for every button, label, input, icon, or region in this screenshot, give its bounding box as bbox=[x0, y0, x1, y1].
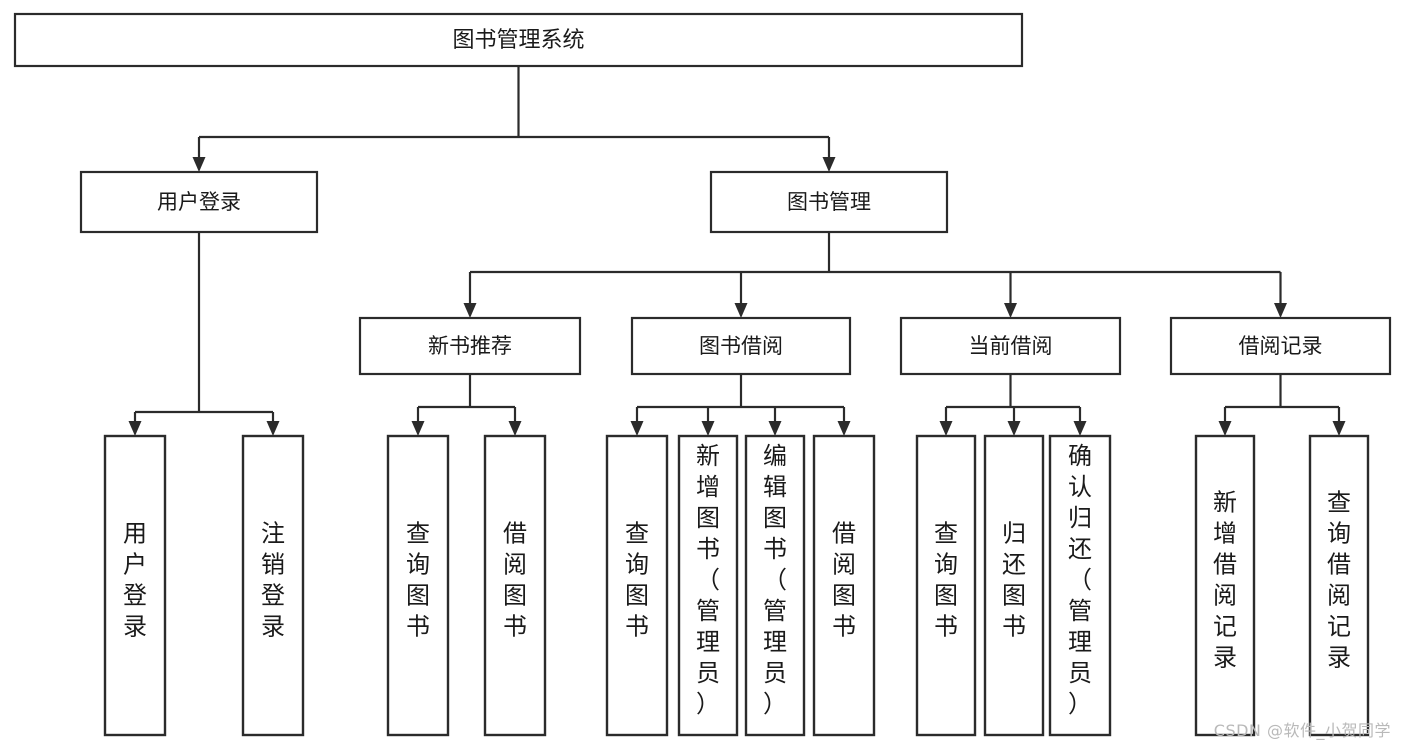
node-new-book-rec[interactable]: 新书推荐 bbox=[358, 316, 582, 376]
node-leaf-return-book-label: 归还图书 bbox=[1002, 519, 1026, 640]
node-leaf-return-book-rect[interactable] bbox=[983, 434, 1045, 737]
node-user-login[interactable]: 用户登录 bbox=[79, 170, 319, 234]
node-book-borrow[interactable]: 图书借阅 bbox=[630, 316, 852, 376]
node-leaf-edit-book[interactable]: 编辑图书（管理员） bbox=[744, 434, 806, 737]
node-leaf-query-record-label: 查询借阅记录 bbox=[1327, 488, 1351, 671]
node-leaf-user-login-rect[interactable] bbox=[103, 434, 167, 737]
node-borrow-record-label: 借阅记录 bbox=[1239, 334, 1323, 358]
node-new-book-rec-label: 新书推荐 bbox=[428, 334, 512, 358]
node-leaf-query-book-3-rect[interactable] bbox=[915, 434, 977, 737]
node-leaf-confirm-return[interactable]: 确认归还（管理员） bbox=[1048, 434, 1112, 737]
arrow-head-icon bbox=[128, 421, 142, 436]
node-boxes: 图书管理系统用户登录图书管理新书推荐图书借阅当前借阅借阅记录用户登录注销登录查询… bbox=[13, 12, 1392, 737]
node-leaf-query-book-1-label: 查询图书 bbox=[406, 519, 430, 640]
arrow-head-icon bbox=[1274, 303, 1287, 318]
arrow-head-icon bbox=[411, 421, 425, 436]
node-root-book-management-system-rect[interactable] bbox=[13, 12, 1024, 68]
arrow-head-icon bbox=[701, 421, 715, 436]
node-leaf-query-book-1-rect[interactable] bbox=[386, 434, 450, 737]
connector-links bbox=[128, 66, 1346, 436]
node-current-borrow-label: 当前借阅 bbox=[969, 334, 1053, 358]
arrow-head-icon bbox=[1073, 421, 1087, 436]
arrow-head-icon bbox=[939, 421, 953, 436]
node-leaf-add-record[interactable]: 新增借阅记录 bbox=[1194, 434, 1256, 737]
arrow-head-icon bbox=[768, 421, 782, 436]
node-leaf-query-book-3[interactable]: 查询图书 bbox=[915, 434, 977, 737]
node-user-login-label: 用户登录 bbox=[157, 190, 241, 214]
node-leaf-query-book-2-label: 查询图书 bbox=[625, 519, 649, 640]
node-leaf-user-login[interactable]: 用户登录 bbox=[103, 434, 167, 737]
node-leaf-query-book-2[interactable]: 查询图书 bbox=[605, 434, 669, 737]
arrow-head-icon bbox=[822, 157, 836, 172]
node-leaf-borrow-book-1-rect[interactable] bbox=[483, 434, 547, 737]
node-leaf-borrow-book-2[interactable]: 借阅图书 bbox=[812, 434, 876, 737]
node-leaf-confirm-return-label: 确认归还（管理员） bbox=[1068, 442, 1092, 718]
node-root-book-management-system[interactable]: 图书管理系统 bbox=[13, 12, 1024, 68]
node-leaf-user-logout-rect[interactable] bbox=[241, 434, 305, 737]
node-book-manage[interactable]: 图书管理 bbox=[709, 170, 949, 234]
arrow-head-icon bbox=[1007, 421, 1021, 436]
node-leaf-return-book[interactable]: 归还图书 bbox=[983, 434, 1045, 737]
node-leaf-add-record-rect[interactable] bbox=[1194, 434, 1256, 737]
node-current-borrow-rect[interactable] bbox=[899, 316, 1122, 376]
node-leaf-borrow-book-2-rect[interactable] bbox=[812, 434, 876, 737]
arrow-head-icon bbox=[1332, 421, 1346, 436]
node-leaf-add-book[interactable]: 新增图书（管理员） bbox=[677, 434, 739, 737]
node-user-login-rect[interactable] bbox=[79, 170, 319, 234]
arrow-head-icon bbox=[266, 421, 280, 436]
node-new-book-rec-rect[interactable] bbox=[358, 316, 582, 376]
node-leaf-add-record-label: 新增借阅记录 bbox=[1213, 488, 1237, 671]
node-leaf-edit-book-rect[interactable] bbox=[744, 434, 806, 737]
node-leaf-borrow-book-1-label: 借阅图书 bbox=[503, 519, 527, 640]
node-current-borrow[interactable]: 当前借阅 bbox=[899, 316, 1122, 376]
node-book-borrow-label: 图书借阅 bbox=[699, 334, 783, 358]
node-leaf-user-logout-label: 注销登录 bbox=[261, 519, 285, 640]
arrow-head-icon bbox=[837, 421, 851, 436]
node-book-manage-rect[interactable] bbox=[709, 170, 949, 234]
node-leaf-borrow-book-1[interactable]: 借阅图书 bbox=[483, 434, 547, 737]
node-borrow-record-rect[interactable] bbox=[1169, 316, 1392, 376]
arrow-head-icon bbox=[734, 303, 748, 318]
arrow-head-icon bbox=[463, 303, 477, 318]
arrow-head-icon bbox=[192, 157, 206, 172]
arrow-head-icon bbox=[1004, 303, 1017, 318]
node-leaf-query-record[interactable]: 查询借阅记录 bbox=[1308, 434, 1370, 737]
node-leaf-confirm-return-rect[interactable] bbox=[1048, 434, 1112, 737]
node-root-book-management-system-label: 图书管理系统 bbox=[452, 28, 584, 53]
node-book-manage-label: 图书管理 bbox=[787, 190, 871, 214]
arrow-head-icon bbox=[1218, 421, 1232, 436]
node-leaf-user-logout[interactable]: 注销登录 bbox=[241, 434, 305, 737]
node-leaf-borrow-book-2-label: 借阅图书 bbox=[832, 519, 856, 640]
node-leaf-query-book-1[interactable]: 查询图书 bbox=[386, 434, 450, 737]
node-leaf-user-login-label: 用户登录 bbox=[123, 519, 147, 640]
node-leaf-query-book-2-rect[interactable] bbox=[605, 434, 669, 737]
node-leaf-query-record-rect[interactable] bbox=[1308, 434, 1370, 737]
node-borrow-record[interactable]: 借阅记录 bbox=[1169, 316, 1392, 376]
node-book-borrow-rect[interactable] bbox=[630, 316, 852, 376]
arrow-head-icon bbox=[508, 421, 522, 436]
arrow-head-icon bbox=[630, 421, 644, 436]
node-leaf-query-book-3-label: 查询图书 bbox=[934, 519, 958, 640]
node-leaf-add-book-label: 新增图书（管理员） bbox=[696, 442, 720, 718]
node-leaf-edit-book-label: 编辑图书（管理员） bbox=[763, 442, 787, 718]
node-leaf-add-book-rect[interactable] bbox=[677, 434, 739, 737]
